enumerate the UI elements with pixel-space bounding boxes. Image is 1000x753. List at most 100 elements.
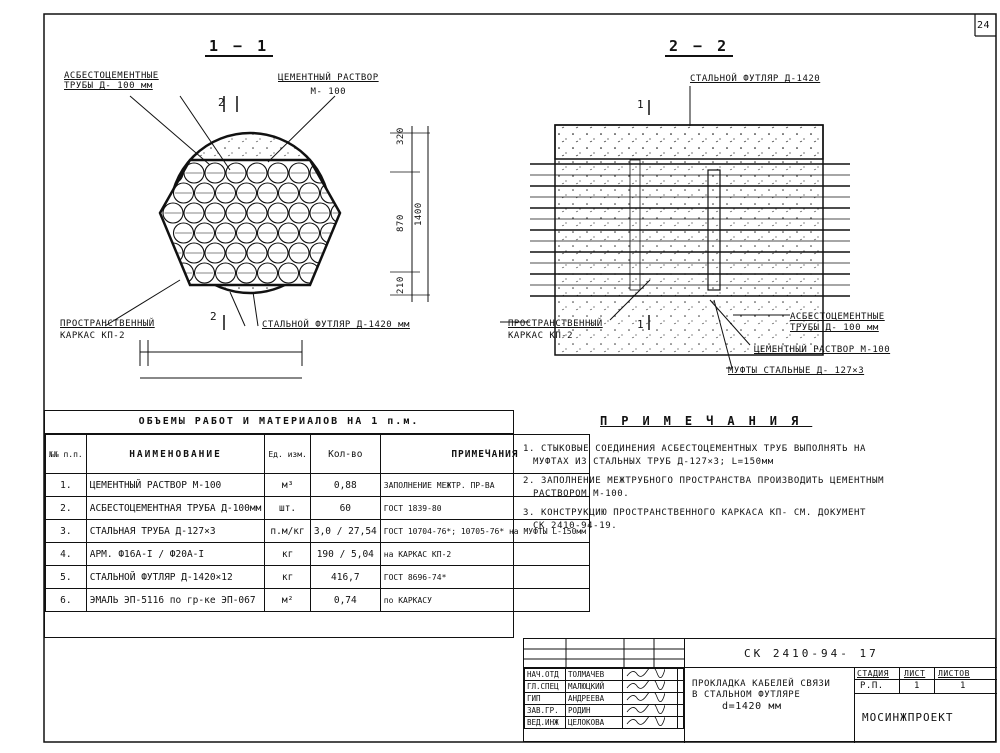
volumes-table-title: ОБЪЕМЫ РАБОТ И МАТЕРИАЛОВ НА 1 п.м. <box>45 411 513 434</box>
pipe-circle <box>246 202 268 224</box>
col-header-qty: Кол-во <box>309 434 381 474</box>
row-qty: 0,88 <box>309 473 381 497</box>
row-qty: 190 / 5,04 <box>309 542 381 566</box>
staff-signature <box>622 666 678 681</box>
s22-callout-couplings: МУФТЫ СТАЛЬНЫЕ Д- 127×3 <box>728 366 865 376</box>
stage-header: СТАДИЯ <box>857 669 889 678</box>
pipe-circle <box>342 263 362 283</box>
row-note: на КАРКАС КП-2 <box>379 542 591 566</box>
pipe-circle <box>172 182 195 204</box>
pipe-circle <box>298 222 321 244</box>
row-unit: кг <box>264 542 311 566</box>
pipe-circle <box>183 242 205 264</box>
s11-callout-mortar: ЦЕМЕНТНЫЙ РАСТВОР М- 100 <box>278 73 379 97</box>
row-unit: шт. <box>264 496 311 520</box>
s11-callout-asbestos: АСБЕСТОЦЕМЕНТНЫЕ ТРУБЫ Д- 100 мм <box>64 71 159 91</box>
row-name: ЭМАЛЬ ЭП-5116 по гр-ке ЭП-067 <box>85 588 266 612</box>
sheet-value: 1 <box>914 681 920 691</box>
row-qty: 60 <box>309 496 381 520</box>
staff-surname: МАЛЮЦКИЙ <box>565 680 623 693</box>
note-item-1: 1. СТЫКОВЫЕ СОЕДИНЕНИЯ АСБЕСТОЦЕМЕНТНЫХ … <box>523 444 867 467</box>
staff-signature <box>622 702 678 717</box>
pipe-circle <box>256 262 279 284</box>
staff-role: НАЧ.ОТД <box>524 668 566 681</box>
row-num: 1. <box>45 473 87 497</box>
pipe-circle <box>235 182 258 204</box>
staff-role: ГЛ.СПЕЦ <box>524 680 566 693</box>
note-item-3: 3. КОНСТРУКЦИЮ ПРОСТРАНСТВЕННОГО КАРКАСА… <box>523 508 867 531</box>
staff-row: ЗАВ.ГР.РОДИН <box>524 702 685 717</box>
row-unit: кг <box>264 565 311 589</box>
row-name: АРМ. Ф16А-I / Ф20А-I <box>85 542 266 566</box>
pipe-circle <box>267 162 289 184</box>
pipe-circle <box>225 242 247 264</box>
pipe-circle <box>183 162 205 184</box>
row-note: по КАРКАСУ <box>379 588 591 612</box>
s22-callout-casing: СТАЛЬНОЙ ФУТЛЯР Д-1420 <box>690 74 821 84</box>
note-item-2: 2. ЗАПОЛНЕНИЕ МЕЖТРУБНОГО ПРОСТРАНСТВА П… <box>523 476 885 499</box>
row-note: ЗАПОЛНЕНИЕ МЕЖТР. ПР-ВА <box>379 473 591 497</box>
page-number: 24 <box>977 20 991 31</box>
row-unit: м³ <box>264 473 311 497</box>
pipe-circle <box>330 202 340 224</box>
frame-hexagon <box>158 158 342 287</box>
row-num: 3. <box>45 519 87 543</box>
row-name: СТАЛЬНАЯ ТРУБА Д-127×3 <box>85 519 266 543</box>
pipe-circle <box>162 202 184 224</box>
notes-title: ПРИМЕЧАНИЯ <box>600 414 813 428</box>
notes-list: 1. СТЫКОВЫЕ СОЕДИНЕНИЯ АСБЕСТОЦЕМЕНТНЫХ … <box>523 443 973 533</box>
pipe-circle <box>267 242 289 264</box>
pipe-circle <box>267 202 289 224</box>
staff-surname: АНДРЕЕВА <box>565 692 623 705</box>
staff-role: ЗАВ.ГР. <box>524 704 566 717</box>
row-unit: м² <box>264 588 311 612</box>
volumes-table-frame: ОБЪЕМЫ РАБОТ И МАТЕРИАЛОВ НА 1 п.м. №№ п… <box>44 410 591 638</box>
row-unit: п.м/кг <box>264 519 311 543</box>
pipe-circle <box>214 182 237 204</box>
pipe-circle <box>246 162 268 184</box>
row-qty: 0,74 <box>309 588 381 612</box>
row-note: ГОСТ 8696-74* <box>379 565 591 589</box>
s22-cut-mark-top: 1 <box>637 98 645 111</box>
section-11-drawing <box>104 95 430 379</box>
pipe-circle <box>330 162 340 184</box>
s11-cut-mark-bottom: 2 <box>210 310 218 323</box>
pipe-circle <box>298 182 321 204</box>
stage-value: Р.П. <box>860 681 884 691</box>
s22-callout-mortar: ЦЕМЕНТНЫЙ РАСТВОР М-100 <box>754 345 891 355</box>
pipe-circle <box>183 202 205 224</box>
sheets-value: 1 <box>960 681 966 691</box>
s22-callout-asbestos: АСБЕСТОЦЕМЕНТНЫЕ ТРУБЫ Д- 100 мм <box>790 312 885 333</box>
s22-callout-frame: ПРОСТРАНСТВЕННЫЙ КАРКАС КП-2 <box>508 319 603 341</box>
doc-code: СК 2410-94- 17 <box>744 647 879 660</box>
staff-signature <box>622 678 678 693</box>
pipe-circle <box>204 202 226 224</box>
s22-cut-mark-bottom: 1 <box>637 318 645 331</box>
row-qty: 416,7 <box>309 565 381 589</box>
staff-surname: ТОЛМАЧЕВ <box>565 668 623 681</box>
row-name: ЦЕМЕНТНЫЙ РАСТВОР М-100 <box>85 473 266 497</box>
drawing-title: ПРОКЛАДКА КАБЕЛЕЙ СВЯЗИ В СТАЛЬНОМ ФУТЛЯ… <box>692 679 831 712</box>
col-header-num: №№ п.п. <box>45 434 87 474</box>
pipe-circle <box>277 262 300 284</box>
pipe-circle <box>256 222 279 244</box>
section-11-title: 1 − 1 <box>205 37 274 57</box>
pipe-circle <box>319 262 340 284</box>
pipe-circle <box>288 242 310 264</box>
row-num: 6. <box>45 588 87 612</box>
row-name: АСБЕСТОЦЕМЕНТНАЯ ТРУБА Д-100мм <box>85 496 266 520</box>
sheets-header: ЛИСТОВ <box>938 669 970 678</box>
col-header-name: НАИМЕНОВАНИЕ <box>85 434 266 474</box>
pipe-circle <box>193 262 216 284</box>
pipe-circle <box>342 183 362 203</box>
pipe-circle <box>172 222 195 244</box>
staff-surname: ЦЕЛОКОВА <box>565 716 623 729</box>
